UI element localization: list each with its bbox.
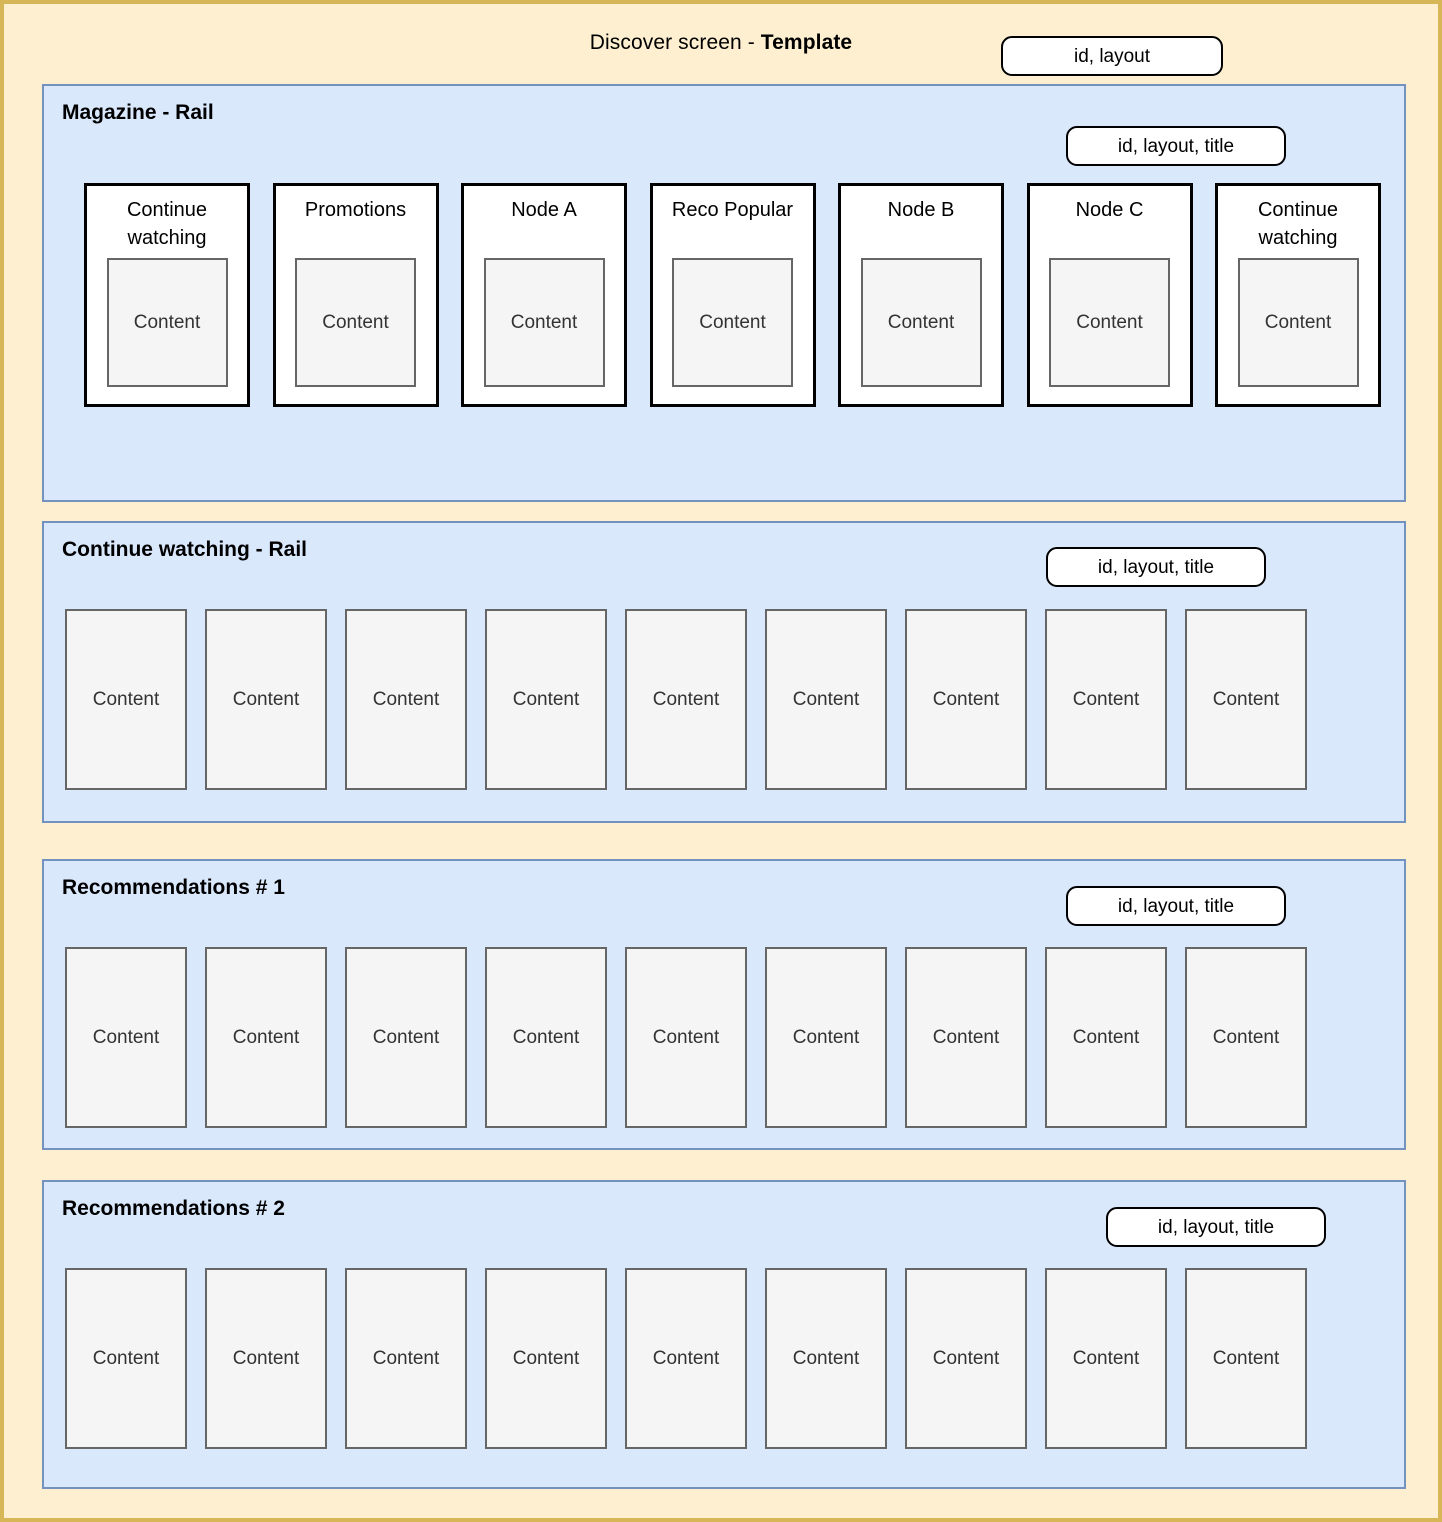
section-continue-watching-rail: Continue watching - Rail id, layout, tit… xyxy=(42,521,1406,823)
magazine-card-content[interactable]: Content xyxy=(860,258,982,387)
magazine-card-title: Reco Popular xyxy=(671,199,794,221)
rail-card-row: Content Content Content Content Content … xyxy=(65,947,1307,1128)
rail-card[interactable]: Content xyxy=(1185,947,1307,1128)
magazine-card-title: Node B xyxy=(887,199,955,221)
magazine-card-title: Node A xyxy=(511,199,577,221)
magazine-card-content[interactable]: Content xyxy=(1049,258,1170,387)
magazine-card[interactable]: Reco Popular Content xyxy=(649,183,816,407)
rail-card[interactable]: Content xyxy=(905,947,1027,1128)
section-title: Recommendations # 2 xyxy=(62,1197,285,1220)
rail-card[interactable]: Content xyxy=(905,1268,1027,1449)
rail-card[interactable]: Content xyxy=(765,609,887,790)
section-title: Recommendations # 1 xyxy=(62,876,285,899)
rail-card[interactable]: Content xyxy=(205,609,327,790)
rail-card[interactable]: Content xyxy=(765,947,887,1128)
rail-card[interactable]: Content xyxy=(345,609,467,790)
magazine-card[interactable]: Node C Content xyxy=(1026,183,1193,407)
rail-card[interactable]: Content xyxy=(205,947,327,1128)
page-title-strong: Template xyxy=(760,31,853,54)
magazine-card[interactable]: Node A Content xyxy=(461,183,627,407)
rail-card[interactable]: Content xyxy=(345,947,467,1128)
magazine-card-title: Node C xyxy=(1075,199,1144,221)
section-recommendations-1: Recommendations # 1 id, layout, title Co… xyxy=(42,859,1406,1150)
magazine-card-content[interactable]: Content xyxy=(295,258,416,387)
header-tag-badge[interactable]: id, layout xyxy=(1001,36,1223,76)
rail-card[interactable]: Content xyxy=(1045,947,1167,1128)
rail-card[interactable]: Content xyxy=(65,1268,187,1449)
rail-card-row: Content Content Content Content Content … xyxy=(65,1268,1307,1449)
magazine-card[interactable]: Promotions Content xyxy=(272,183,439,407)
rail-card[interactable]: Content xyxy=(205,1268,327,1449)
magazine-card-title: Promotions xyxy=(304,199,407,221)
section-title: Magazine - Rail xyxy=(62,101,214,124)
magazine-card-title: Continue watching xyxy=(126,199,208,249)
rail-card[interactable]: Content xyxy=(625,609,747,790)
page-title: Discover screen - Template xyxy=(4,30,1438,56)
section-tag-badge[interactable]: id, layout, title xyxy=(1066,126,1286,166)
rail-card[interactable]: Content xyxy=(485,609,607,790)
section-title: Continue watching - Rail xyxy=(62,538,307,561)
rail-card[interactable]: Content xyxy=(65,947,187,1128)
rail-card[interactable]: Content xyxy=(485,947,607,1128)
magazine-card-title: Continue watching xyxy=(1257,199,1339,249)
rail-card[interactable]: Content xyxy=(905,609,1027,790)
rail-card[interactable]: Content xyxy=(625,1268,747,1449)
rail-card[interactable]: Content xyxy=(1045,1268,1167,1449)
magazine-card-content[interactable]: Content xyxy=(106,258,228,387)
rail-card[interactable]: Content xyxy=(1045,609,1167,790)
page-header: Discover screen - Template id, layout xyxy=(4,16,1438,76)
magazine-card-content[interactable]: Content xyxy=(672,258,793,387)
rail-card[interactable]: Content xyxy=(625,947,747,1128)
section-tag-badge[interactable]: id, layout, title xyxy=(1066,886,1286,926)
magazine-card-content[interactable]: Content xyxy=(483,258,605,387)
section-magazine-rail: Magazine - Rail id, layout, title Contin… xyxy=(42,84,1406,502)
magazine-card[interactable]: Continue watching Content xyxy=(1215,183,1381,407)
rail-card[interactable]: Content xyxy=(485,1268,607,1449)
rail-card[interactable]: Content xyxy=(65,609,187,790)
rail-card[interactable]: Content xyxy=(1185,1268,1307,1449)
magazine-card[interactable]: Node B Content xyxy=(838,183,1004,407)
page-title-prefix: Discover screen - xyxy=(589,31,761,54)
magazine-card[interactable]: Continue watching Content xyxy=(84,183,250,407)
magazine-card-row: Continue watching Content Promotions Con… xyxy=(84,183,1381,407)
magazine-card-content[interactable]: Content xyxy=(1237,258,1359,387)
section-recommendations-2: Recommendations # 2 id, layout, title Co… xyxy=(42,1180,1406,1489)
rail-card[interactable]: Content xyxy=(1185,609,1307,790)
rail-card[interactable]: Content xyxy=(345,1268,467,1449)
section-tag-badge[interactable]: id, layout, title xyxy=(1046,547,1266,587)
rail-card[interactable]: Content xyxy=(765,1268,887,1449)
rail-card-row: Content Content Content Content Content … xyxy=(65,609,1307,790)
section-tag-badge[interactable]: id, layout, title xyxy=(1106,1207,1326,1247)
